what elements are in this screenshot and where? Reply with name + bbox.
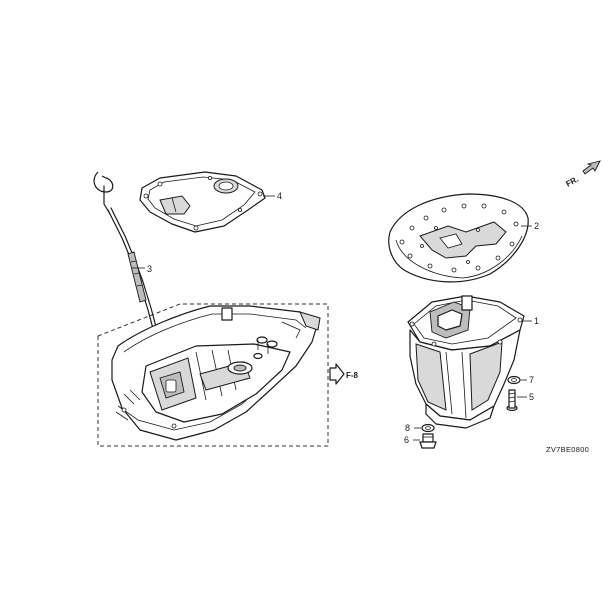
oil-case-part-1[interactable] <box>407 295 525 429</box>
callout-3: 3 <box>147 264 152 274</box>
gasket-part-4[interactable] <box>139 171 266 233</box>
callout-4: 4 <box>277 191 282 201</box>
reference-arrow-icon <box>329 363 345 385</box>
washer-part-7[interactable] <box>507 375 521 385</box>
front-arrow-label: FR. <box>564 175 580 189</box>
reference-label: F-8 <box>346 371 359 380</box>
bolt-part-5[interactable] <box>506 389 518 412</box>
callout-8: 8 <box>405 423 410 433</box>
callout-6: 6 <box>404 435 409 445</box>
undercover-assembly[interactable] <box>97 303 329 447</box>
washer-part-8[interactable] <box>421 423 435 433</box>
front-direction-indicator: FR. <box>564 160 601 189</box>
callout-5: 5 <box>529 392 534 402</box>
front-arrow-icon <box>582 160 601 175</box>
reference-f8[interactable]: F-8 <box>329 363 359 385</box>
callout-2: 2 <box>534 221 539 231</box>
drain-bolt-part-6[interactable] <box>419 433 437 449</box>
drawing-code: ZV7BE0800 <box>546 445 589 454</box>
callout-1: 1 <box>534 316 539 326</box>
dipstick-part-3[interactable] <box>93 171 180 427</box>
plate-part-2[interactable] <box>388 193 529 283</box>
callout-7: 7 <box>529 375 534 385</box>
